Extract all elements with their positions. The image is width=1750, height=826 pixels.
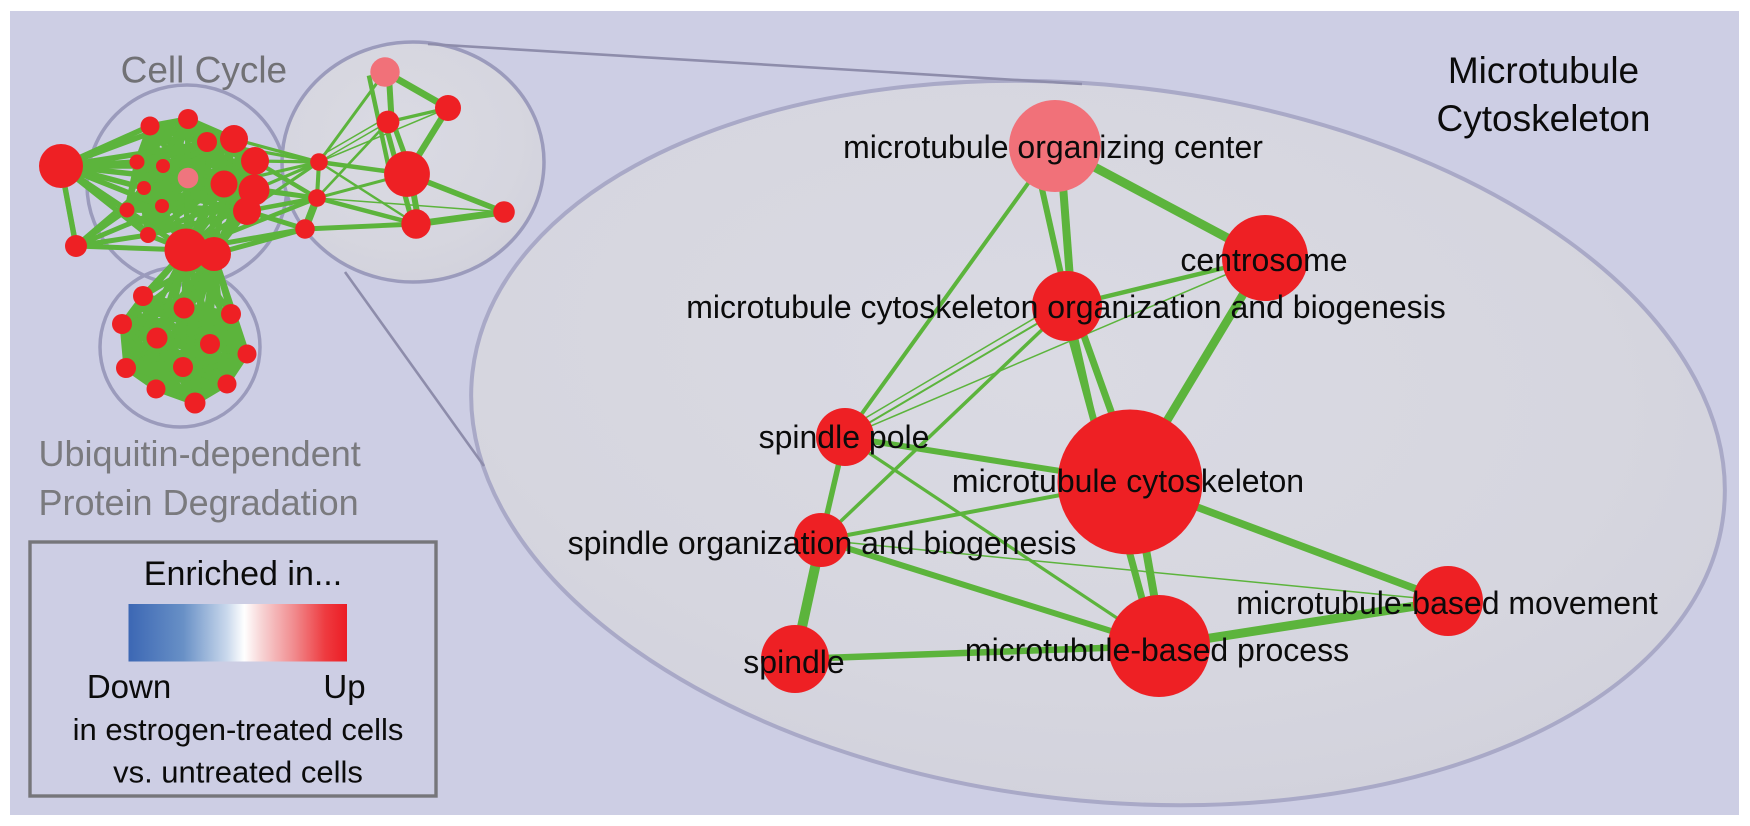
svg-text:microtubule-based process: microtubule-based process: [965, 632, 1349, 668]
svg-text:vs. untreated cells: vs. untreated cells: [113, 755, 363, 790]
svg-text:Protein Degradation: Protein Degradation: [39, 482, 359, 523]
svg-text:microtubule organizing center: microtubule organizing center: [843, 129, 1263, 165]
svg-text:Down: Down: [87, 668, 171, 705]
svg-text:Enriched in...: Enriched in...: [144, 555, 342, 593]
svg-text:spindle: spindle: [743, 644, 844, 680]
svg-text:Cell Cycle: Cell Cycle: [121, 50, 288, 91]
svg-text:Cytoskeleton: Cytoskeleton: [1437, 98, 1651, 139]
svg-text:centrosome: centrosome: [1180, 242, 1347, 278]
svg-text:Microtubule: Microtubule: [1448, 50, 1639, 91]
svg-text:microtubule cytoskeleton organ: microtubule cytoskeleton organization an…: [686, 289, 1446, 325]
svg-text:microtubule cytoskeleton: microtubule cytoskeleton: [952, 463, 1304, 499]
svg-text:Ubiquitin-dependent: Ubiquitin-dependent: [39, 433, 361, 474]
svg-text:in estrogen-treated cells: in estrogen-treated cells: [73, 712, 404, 747]
svg-text:spindle pole: spindle pole: [759, 419, 930, 455]
svg-text:microtubule-based movement: microtubule-based movement: [1236, 585, 1658, 621]
svg-text:Up: Up: [323, 668, 365, 705]
svg-text:spindle organization and bioge: spindle organization and biogenesis: [568, 525, 1077, 561]
